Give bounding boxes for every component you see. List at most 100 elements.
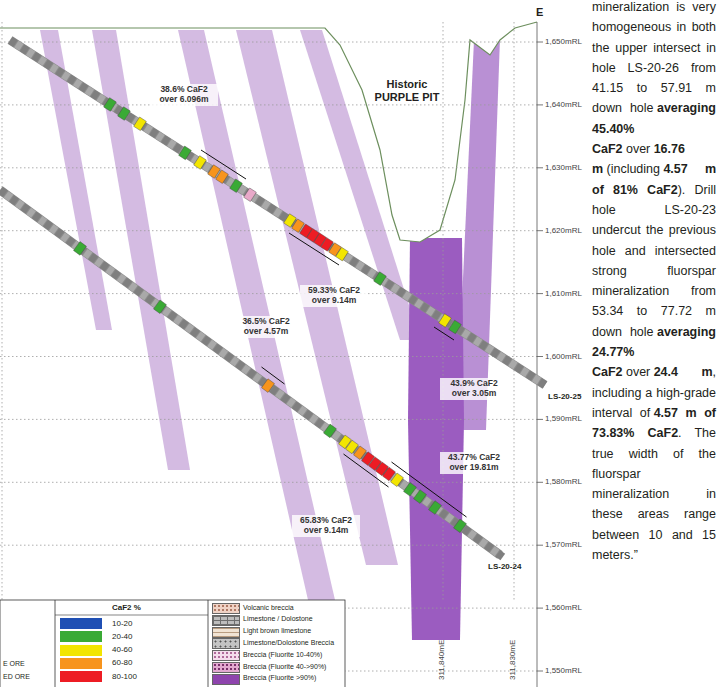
assay-square: [404, 482, 417, 496]
legend-frame: [0, 600, 345, 687]
body-text: (including: [607, 162, 661, 176]
body-text: ). Drill hole LS-20-23 undercut the prev…: [592, 183, 716, 339]
axis-label: 311,830mE: [508, 640, 517, 680]
intercept-label: 65.83% CaF2 over 9.14m: [292, 515, 360, 537]
legend-swatch: [212, 627, 240, 638]
text-column: mineralization is very homogeneous in bo…: [592, 0, 716, 565]
grid-line: [0, 22, 537, 671]
axis-label: 1,620mRL: [545, 226, 582, 235]
legend-text: 20-40: [112, 632, 132, 641]
legend-swatch: [60, 631, 102, 642]
grid-tick: [537, 42, 543, 671]
legend-swatch: [60, 645, 102, 656]
fluorite-breccia: [408, 238, 464, 640]
axis-label: E: [536, 6, 543, 19]
legend-text: Breccia (Fluorite >90%): [243, 674, 316, 682]
legend-swatch: [60, 658, 102, 669]
assay-square: [429, 501, 442, 515]
assay-square: [179, 146, 192, 160]
legend-text: Limestone/Dolostone Breccia: [243, 639, 334, 647]
legend-swatch: [212, 674, 240, 685]
axis-label: 1,640mRL: [545, 100, 582, 109]
assay-square: [154, 300, 167, 314]
hole-core: [8, 36, 548, 389]
legend-text: 40-60: [112, 645, 132, 654]
legend-swatch: [212, 650, 240, 661]
assay-square: [414, 490, 427, 504]
interval-line: [201, 150, 467, 517]
pit-label: PURPLE PIT: [372, 91, 442, 104]
assay-square: [374, 272, 387, 286]
assay-square: [216, 170, 229, 184]
pit-label: Historic: [372, 78, 442, 91]
assay-square: [454, 519, 467, 533]
legend-text: 60-80: [112, 658, 132, 667]
axis-label: 1,550mRL: [545, 666, 582, 675]
assay-square: [74, 242, 87, 256]
axis-label: 1,580mRL: [545, 477, 582, 486]
axis-label: 1,560mRL: [545, 603, 582, 612]
assay-square: [244, 188, 257, 202]
body-text: mineralization is very homogeneous in bo…: [592, 0, 716, 115]
assay-square: [391, 473, 404, 487]
intercept-label: 38.6% CaF2 over 6.096m: [150, 84, 218, 106]
breccia-band: [40, 30, 420, 600]
legend-heading: E ORE: [3, 660, 25, 668]
drill-hole: [7, 35, 548, 389]
legend-divider: [55, 615, 208, 616]
plot-border: [537, 22, 538, 687]
axis-label: 1,600mRL: [545, 352, 582, 361]
body-text: over: [626, 365, 650, 379]
assay-square: [104, 98, 117, 112]
hole-core: [0, 186, 503, 558]
sky: [0, 0, 537, 242]
legend-divider: [208, 600, 209, 687]
assay-square: [336, 247, 349, 261]
hole-label: LS-20-25: [548, 392, 581, 401]
legend-swatch: [212, 662, 240, 673]
assay-square: [194, 156, 207, 170]
assay-square: [439, 314, 452, 328]
legend-text: 80-100: [112, 672, 137, 681]
assay-square: [262, 379, 275, 393]
drill-holes: [0, 35, 548, 561]
intercept-label: 59.33% CaF2 over 9.14m: [300, 285, 368, 307]
axis-label: 1,590mRL: [545, 414, 582, 423]
legend-text: Limestone / Dolostone: [243, 615, 313, 623]
legend-swatch: [60, 618, 102, 629]
hole-label: LS-20-24: [488, 562, 521, 571]
assay-square: [118, 107, 131, 121]
legend-swatch: [60, 671, 102, 682]
legend-swatch: [212, 615, 240, 626]
core-segment: [496, 550, 506, 560]
legend-text: 10-20: [112, 619, 132, 628]
assay-square: [449, 320, 462, 334]
intercept-label: 36.5% CaF2 over 4.57m: [232, 316, 300, 338]
legend-text: Volcanic breccia: [243, 604, 294, 612]
intercept-label: 43.9% CaF2 over 3.05m: [440, 378, 508, 400]
intercept-label: 43.77% CaF2 over 19.81m: [440, 452, 508, 474]
body-text: 24.4 m: [654, 365, 713, 379]
legend-divider: [55, 600, 56, 687]
axis-label: 1,570mRL: [545, 540, 582, 549]
axis-label: 311,840mE: [437, 640, 446, 680]
axis-label: 1,650mRL: [545, 37, 582, 46]
body-text: over: [626, 142, 650, 156]
legend-swatch: [212, 603, 240, 614]
drill-hole: [0, 186, 506, 562]
legend-heading: ED ORE: [3, 673, 30, 681]
axis-label: 1,610mRL: [545, 289, 582, 298]
topography-line: [0, 22, 537, 242]
legend-text: Breccia (Fluorite 40->90%): [243, 663, 326, 671]
legend-swatch: [212, 638, 240, 649]
assay-square: [134, 117, 147, 131]
legend-text: Breccia (Fluorite 10-40%): [243, 651, 322, 659]
legend-text: Light brown limestone: [243, 627, 311, 635]
assay-square: [230, 179, 243, 193]
legend-heading: CaF2 %: [112, 603, 141, 612]
axis-label: 1,630mRL: [545, 163, 582, 172]
body-text: . The true width of the fluorspar minera…: [592, 426, 716, 562]
assay-square: [324, 424, 337, 438]
core-segment: [538, 378, 547, 388]
